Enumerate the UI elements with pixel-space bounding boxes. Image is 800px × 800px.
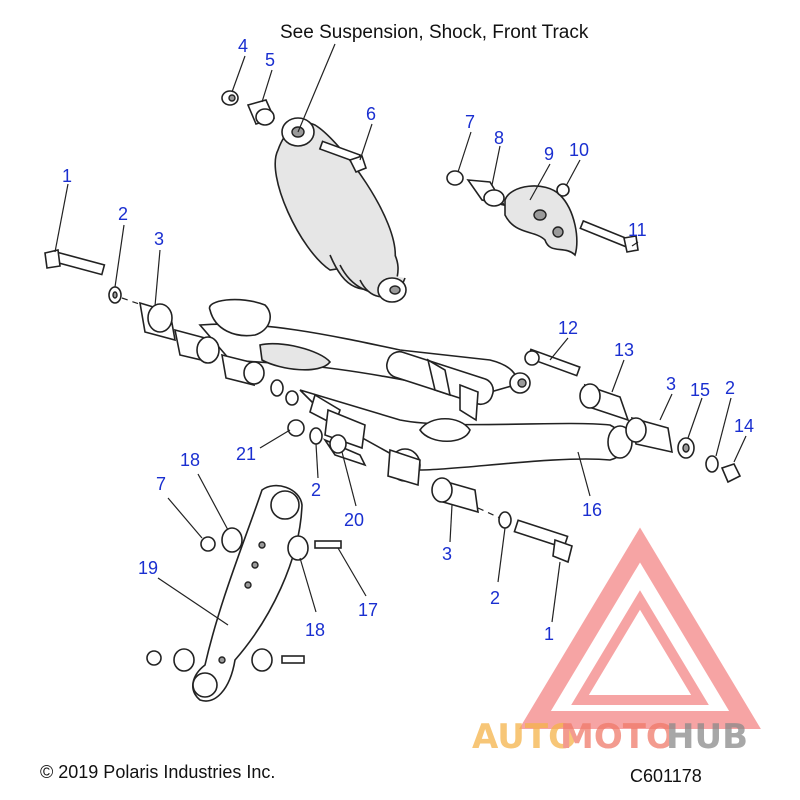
link-hardware: [146, 527, 342, 672]
callout-10: 10: [569, 140, 589, 160]
bracket-9: [504, 185, 578, 257]
washer-2-lower: [498, 511, 512, 529]
callout-5: 5: [265, 50, 275, 70]
shock-absorber: [274, 117, 407, 303]
bushing-3-right: [625, 416, 673, 454]
callout-20: 20: [344, 510, 364, 530]
washer-2-right: [705, 455, 719, 473]
spacer-5: [246, 99, 276, 126]
copyright-text: © 2019 Polaris Industries Inc.: [40, 762, 275, 782]
callout-7-lower: 7: [156, 474, 166, 494]
bushing-3-lower: [431, 477, 479, 514]
nut-21: [287, 419, 305, 437]
washer-15: [677, 437, 695, 459]
callout-3-lower: 3: [442, 544, 452, 564]
bolt-1-upper: [44, 249, 106, 276]
drawing-id: C601178: [630, 766, 702, 786]
callout-2-lower: 2: [490, 588, 500, 608]
bolt-12: [524, 348, 581, 377]
callouts: 1 2 3 4 5 6 7 8 9 10 11 2 3 12 13 3 15 2…: [62, 36, 754, 644]
callout-19: 19: [138, 558, 158, 578]
nut-14: [720, 463, 742, 484]
callout-1: 1: [62, 166, 72, 186]
svg-text:MOTO: MOTO: [560, 717, 675, 757]
callout-3-upper-right: 3: [666, 374, 676, 394]
callout-8: 8: [494, 128, 504, 148]
note-text: See Suspension, Shock, Front Track: [280, 22, 589, 43]
leader-lines: [54, 43, 747, 626]
bushing-3-left: [138, 301, 177, 342]
bushing-left-2: [173, 328, 220, 364]
link-19: [192, 484, 303, 702]
svg-text:AUTO: AUTO: [472, 717, 577, 757]
bushing-13: [579, 383, 630, 422]
washer-left: [270, 379, 299, 406]
callout-21: 21: [236, 444, 256, 464]
a-arm-16: [198, 298, 633, 471]
callout-9: 9: [544, 144, 554, 164]
callout-7: 7: [465, 112, 475, 132]
callout-2-upper-right: 2: [725, 378, 735, 398]
bolt-1-lower: [513, 519, 573, 564]
bolt-11: [579, 219, 639, 253]
callout-15: 15: [690, 380, 710, 400]
callout-1-lower: 1: [544, 624, 554, 644]
washer-2-mid: [309, 427, 323, 445]
callout-6: 6: [366, 104, 376, 124]
callout-14: 14: [734, 416, 754, 436]
watermark-logo: [519, 527, 761, 729]
callout-12: 12: [558, 318, 578, 338]
callout-3: 3: [154, 229, 164, 249]
spacer-8: [466, 179, 506, 207]
washer-2-upper: [108, 286, 122, 304]
bushing-left-3: [221, 353, 265, 387]
callout-18-top: 18: [180, 450, 200, 470]
callout-4: 4: [238, 36, 248, 56]
nut-4: [221, 90, 239, 106]
callout-17: 17: [358, 600, 378, 620]
callout-2: 2: [118, 204, 128, 224]
callout-13: 13: [614, 340, 634, 360]
nut-10: [556, 183, 570, 197]
svg-text:HUB: HUB: [666, 717, 748, 757]
callout-2-mid: 2: [311, 480, 321, 500]
callout-16: 16: [582, 500, 602, 520]
watermark-text: AUTO MOTO HUB: [472, 717, 748, 757]
callout-11: 11: [628, 220, 647, 240]
spacer-20: [322, 434, 367, 467]
callout-18-bottom: 18: [305, 620, 325, 640]
nut-7-top: [446, 170, 464, 186]
